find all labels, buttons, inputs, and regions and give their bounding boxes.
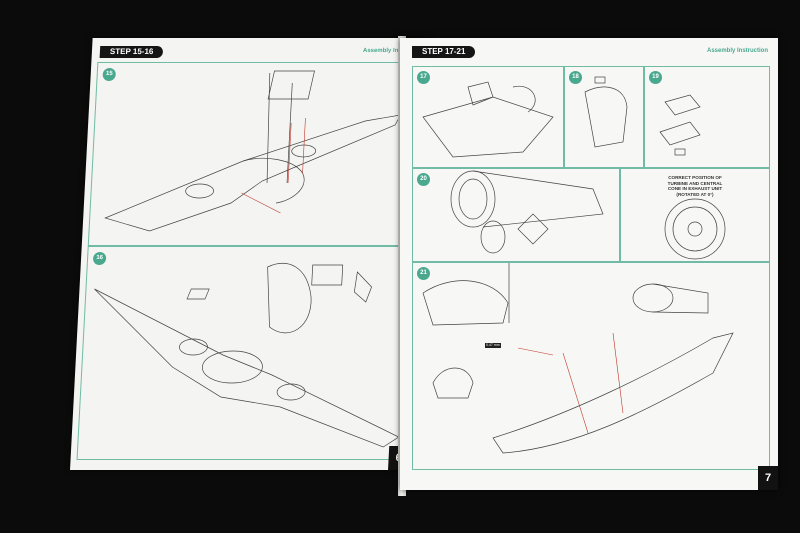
turbine-detail-circle	[664, 198, 726, 260]
step-21-guide-lines	[517, 332, 624, 434]
step-label-right: STEP 17-21	[412, 46, 476, 58]
left-page: STEP 15-16 Assembly Instruction 15 16	[70, 38, 431, 470]
step-18-badge: 18	[569, 71, 582, 84]
turbine-note-panel: CORRECT POSITION OF TURBINE AND CENTRAL …	[620, 168, 770, 262]
step-20-badge: 20	[417, 173, 430, 186]
turbine-note-line-2: TURBINE AND CENTRAL	[667, 180, 723, 186]
turbine-note: CORRECT POSITION OF TURBINE AND CENTRAL …	[621, 175, 769, 197]
step-18-drawing	[584, 76, 628, 148]
step-17-panel: 17	[412, 66, 564, 168]
step-20-exhaust-drawing	[450, 170, 604, 254]
dimension-label: 0.47 mm	[485, 343, 501, 348]
step-15-guide-lines	[241, 118, 306, 214]
step-19-panel: 19	[644, 66, 770, 168]
step-label-left: STEP 15-16	[99, 46, 164, 58]
turbine-note-line-3: CONE IN EXHAUST UNIT	[667, 186, 723, 192]
step-21-panel: 21 0.47 mm	[412, 262, 770, 470]
step-19-drawing	[659, 94, 701, 156]
step-15-panel: 15	[87, 62, 424, 246]
step-18-panel: 18	[564, 66, 644, 168]
page-number-right: 7	[758, 466, 778, 490]
step-19-badge: 19	[649, 71, 662, 84]
step-17-drawing	[422, 81, 554, 158]
turbine-note-line-1: CORRECT POSITION OF	[668, 175, 722, 180]
step-21-badge: 21	[417, 267, 430, 280]
turbine-note-line-4: (ROTATED AT 0°)	[676, 191, 714, 197]
section-title-right: Assembly Instruction	[706, 48, 768, 54]
step-21-fuselage-drawing	[422, 263, 734, 454]
step-16-wing-drawing	[94, 262, 400, 448]
step-16-panel: 16	[76, 246, 414, 460]
step-20-panel: 20	[412, 168, 620, 262]
step-17-badge: 17	[417, 71, 430, 84]
right-page: STEP 17-21 Assembly Instruction 17 18 19…	[400, 38, 778, 490]
